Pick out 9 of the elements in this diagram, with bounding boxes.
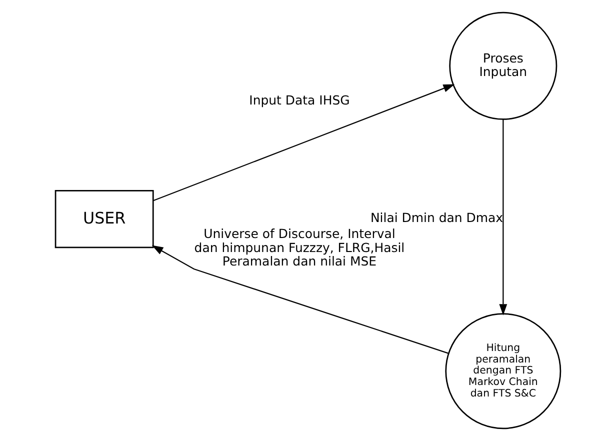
node-box: USER [54,190,154,248]
node-circle: Proses Inputan [448,12,557,120]
edge-label: Universe of Discourse, Interval dan himpunan Fuzzzy, FLRG,Hasil Peramalan dan nilai MSE [194,226,404,268]
arrow [498,119,507,316]
edge-label: Input Data IHSG [248,92,350,108]
node-circle: Hitung peramalan dengan FTS Markov Chain dan FTS S&C [444,313,561,430]
arrow [151,245,448,354]
edge-label: Nilai Dmin dan Dmax [370,210,503,225]
arrow [152,84,454,202]
